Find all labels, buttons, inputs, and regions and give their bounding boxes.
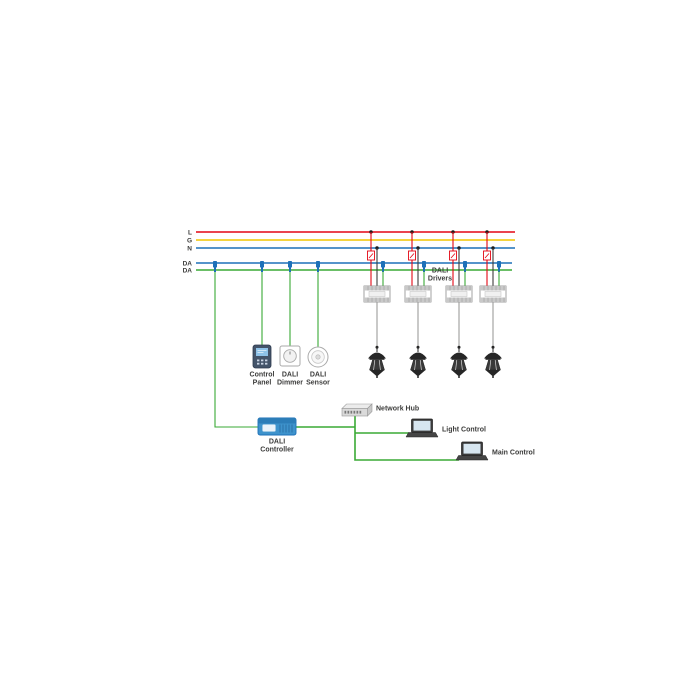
wire-hub-to-main-control [354,416,459,461]
dali-controller-label-line1: DALI [269,439,285,446]
dali-dimmer-label-line2: Dimmer [277,380,303,387]
light-control-label: Light Control [442,427,486,434]
bus-labels: L G N DA DA [183,230,193,275]
bus-label-da1: DA [183,261,193,268]
bus-lines [196,231,515,271]
main-control-laptop-icon [455,441,489,461]
round-sensor-icon [307,346,329,368]
network-hub-icon [341,403,373,417]
dali-dimmer-label-line1: DALI [282,372,298,379]
network-wires [296,416,459,461]
network-hub-label: Network Hub [376,406,419,413]
bus-label-da2: DA [183,268,193,275]
street-lamp-icon-3 [449,345,469,379]
street-lamp-icon-4 [483,345,503,379]
bus-label-l: L [188,230,192,237]
main-control-label: Main Control [492,450,535,457]
dali-drivers-label-line1: DALI [432,268,448,275]
rotary-dimmer-icon [279,345,301,367]
dali-drivers-label-line2: Drivers [428,276,452,283]
dali-controller-device-icon [257,417,297,436]
street-lamp-icon-2 [408,345,428,379]
control-panel-label-line2: Panel [253,380,272,387]
bus-label-n: N [187,246,192,253]
wire-da-to-controller [214,270,258,428]
control-panel-device-icon [252,344,272,369]
street-lamp-icon-1 [367,345,387,379]
street-lamps [367,345,503,379]
dali-sensor-label-line1: DALI [310,372,326,379]
bus-label-g: G [187,238,192,245]
dali-controller-label-line2: Controller [260,447,294,454]
da-drop-wires [213,261,320,428]
control-panel-label-line1: Control [250,372,275,379]
light-control-laptop-icon [405,418,439,438]
dali-drivers-label: DALI Drivers [428,268,452,283]
dali-sensor-label-line2: Sensor [306,380,330,387]
